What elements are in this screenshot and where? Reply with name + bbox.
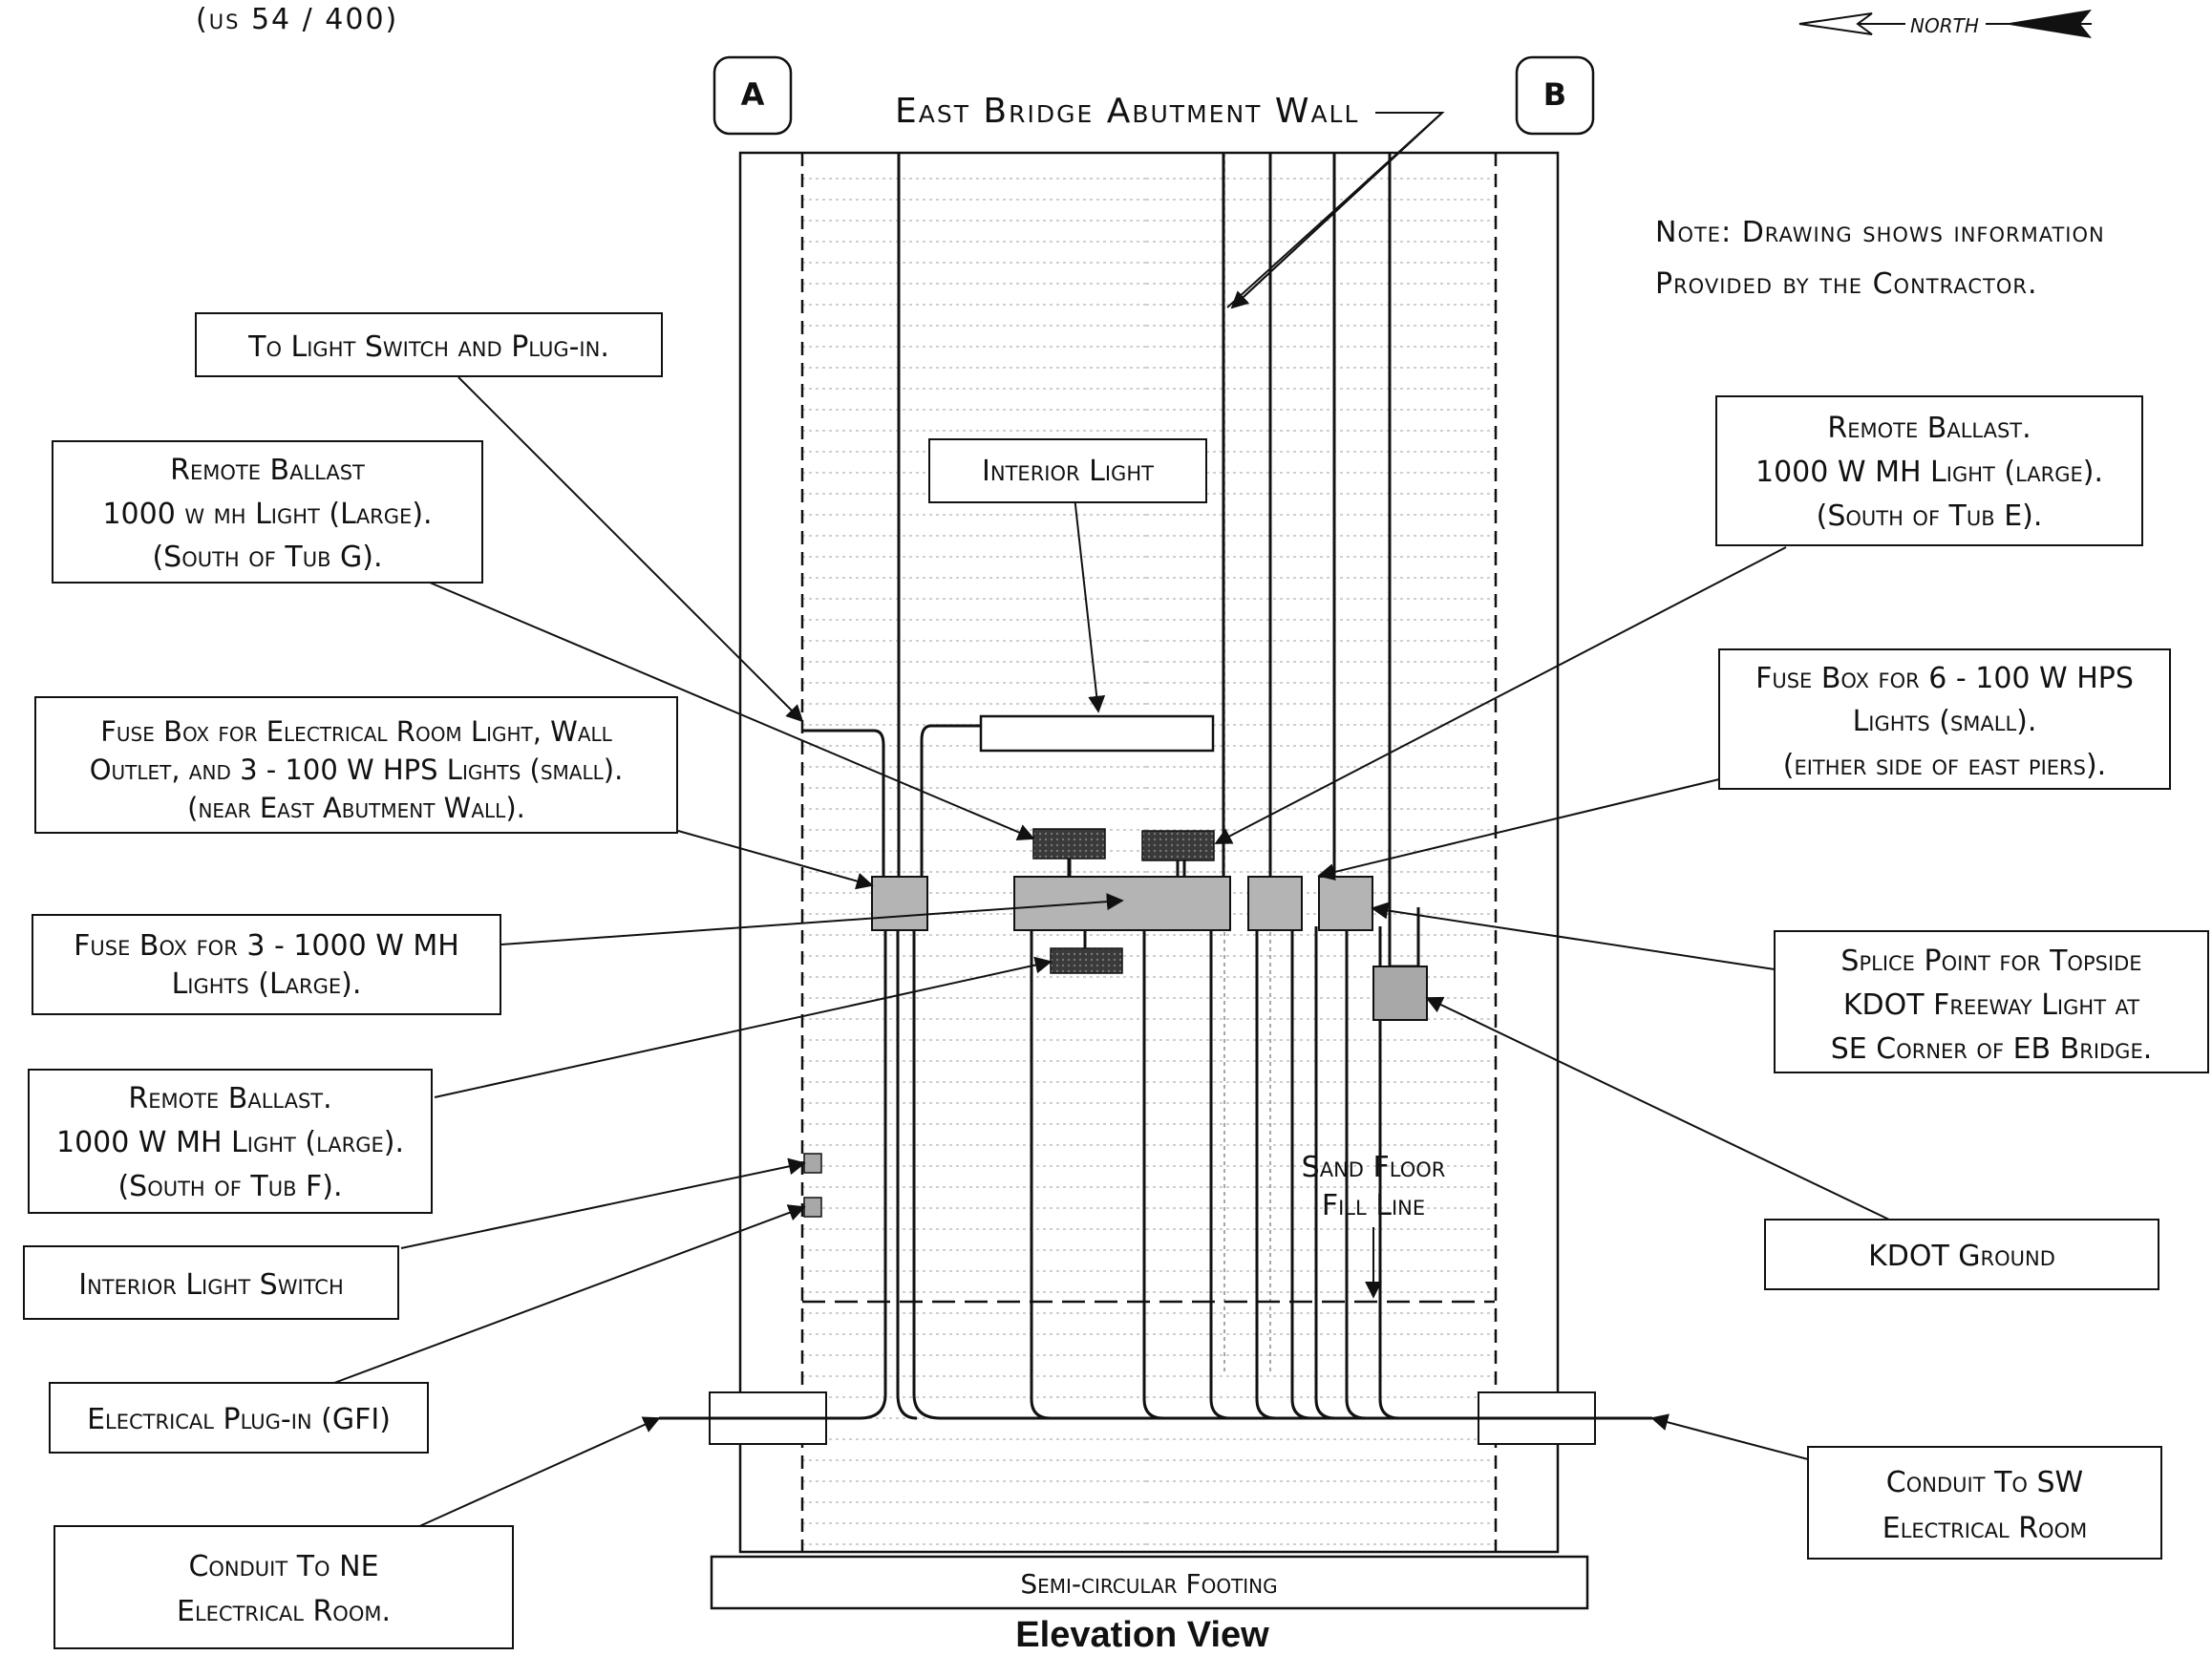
callout-interior-light-box (928, 438, 1207, 503)
callout-fuse-box-mh3-box (32, 914, 501, 1015)
callout-light-switch-plugin-box (195, 312, 663, 377)
callout-fuse-box-hps6-line-3: (either side of east piers). (1783, 749, 2106, 782)
callout-fuse-box-room-line-2: Outlet, and 3 - 100 W HPS Lights (small)… (90, 754, 624, 786)
footing-label: Semi-circular Footing (1020, 1568, 1277, 1600)
callout-conduit-ne-box (53, 1525, 514, 1649)
callout-ballast-e-line-3: (South of Tub E). (1817, 499, 2043, 533)
callout-conduit-sw-box (1807, 1446, 2162, 1560)
callout-ballast-e-line-1: Remote Ballast. (1827, 412, 2031, 445)
fuse-box-hps-2 (1318, 876, 1373, 931)
gridline-a-label: A (741, 76, 765, 113)
callout-interior-light-switch-box (23, 1245, 399, 1320)
callout-conduit-ne-line-1: Conduit To NE (188, 1550, 378, 1583)
callout-conduit-sw-line-1: Conduit To SW (1886, 1466, 2083, 1499)
abutment-wall-label: East Bridge Abutment Wall (895, 92, 1359, 131)
callout-plugin-gfi: Electrical Plug-in (GFI) (87, 1403, 391, 1436)
callout-fuse-box-mh3-line-2: Lights (Large). (172, 967, 362, 1001)
callout-splice-point-line-3: SE Corner of EB Bridge. (1831, 1032, 2153, 1066)
north-label: NORTH (1910, 14, 1979, 37)
callout-splice-point-line-2: KDOT Freeway Light at (1843, 988, 2139, 1022)
north-arrow-icon: NORTH (1798, 10, 2092, 38)
callout-ballast-g-box (52, 440, 483, 584)
gridline-a-bubble (713, 55, 793, 136)
callout-fuse-box-room-box (34, 696, 678, 834)
remote-ballast-g (1032, 828, 1106, 860)
gridline-b-label: B (1543, 76, 1566, 113)
conduit-runs (659, 153, 1652, 1420)
interior-light-fixture (979, 714, 1215, 753)
callout-ballast-g-line-3: (South of Tub G). (152, 541, 382, 574)
callout-ballast-f-line-1: Remote Ballast. (128, 1082, 331, 1115)
callout-light-switch-plugin: To Light Switch and Plug-in. (247, 330, 609, 364)
callout-ballast-e-box (1715, 395, 2143, 546)
remote-ballast-f (1050, 947, 1123, 974)
sand-floor-line-2: Fill Line (1322, 1189, 1425, 1222)
splice-point-box (1372, 966, 1428, 1021)
sand-floor-line-1: Sand Floor (1302, 1151, 1446, 1184)
callout-kdot-ground-box (1764, 1219, 2159, 1290)
fuse-box-mh-large (1013, 876, 1231, 931)
callout-conduit-ne-line-2: Electrical Room. (177, 1595, 391, 1628)
callout-ballast-f-line-2: 1000 W MH Light (large). (56, 1126, 404, 1159)
fuse-box-hps-1 (1247, 876, 1303, 931)
remote-ballast-e (1141, 830, 1215, 861)
callout-ballast-g-line-2: 1000 w mh Light (Large). (102, 498, 432, 531)
callout-fuse-box-hps6-line-1: Fuse Box for 6 - 100 W HPS (1755, 662, 2134, 695)
note-line-1: Note: Drawing shows information (1655, 216, 2105, 249)
fuse-box-electrical-room (871, 876, 928, 931)
view-title: Elevation View (1015, 1615, 1269, 1655)
note-line-2: Provided by the Contractor. (1655, 267, 2038, 301)
callout-ballast-f-line-3: (South of Tub F). (117, 1170, 342, 1203)
callout-fuse-box-hps6-line-2: Lights (small). (1853, 705, 2037, 738)
leader-lines (333, 112, 1890, 1529)
callout-splice-point-box (1774, 930, 2209, 1073)
callout-ballast-f-box (28, 1069, 433, 1214)
plug-in-gfi-device (803, 1197, 822, 1218)
route-label: (us 54 / 400) (196, 3, 398, 36)
callout-plugin-gfi-box (49, 1382, 429, 1454)
callout-fuse-box-hps6-box (1718, 648, 2171, 790)
gridline-b-bubble (1515, 55, 1595, 136)
interior-light-switch-device (803, 1153, 822, 1174)
callout-fuse-box-room-line-1: Fuse Box for Electrical Room Light, Wall (100, 715, 612, 748)
callout-ballast-e-line-2: 1000 W MH Light (large). (1755, 456, 2103, 489)
callout-ballast-g-line-1: Remote Ballast (170, 454, 365, 487)
callout-splice-point-line-1: Splice Point for Topside (1840, 945, 2141, 978)
semi-circular-footing (710, 1555, 1589, 1610)
callout-fuse-box-room-line-3: (near East Abutment Wall). (187, 792, 525, 824)
callout-interior-light-switch: Interior Light Switch (78, 1268, 343, 1302)
callout-interior-light: Interior Light (982, 455, 1154, 488)
abutment-wall-structure (738, 151, 1560, 1554)
callout-conduit-sw-line-2: Electrical Room (1882, 1512, 2088, 1545)
callout-kdot-ground: KDOT Ground (1868, 1240, 2055, 1273)
callout-fuse-box-mh3-line-1: Fuse Box for 3 - 1000 W MH (74, 929, 459, 963)
